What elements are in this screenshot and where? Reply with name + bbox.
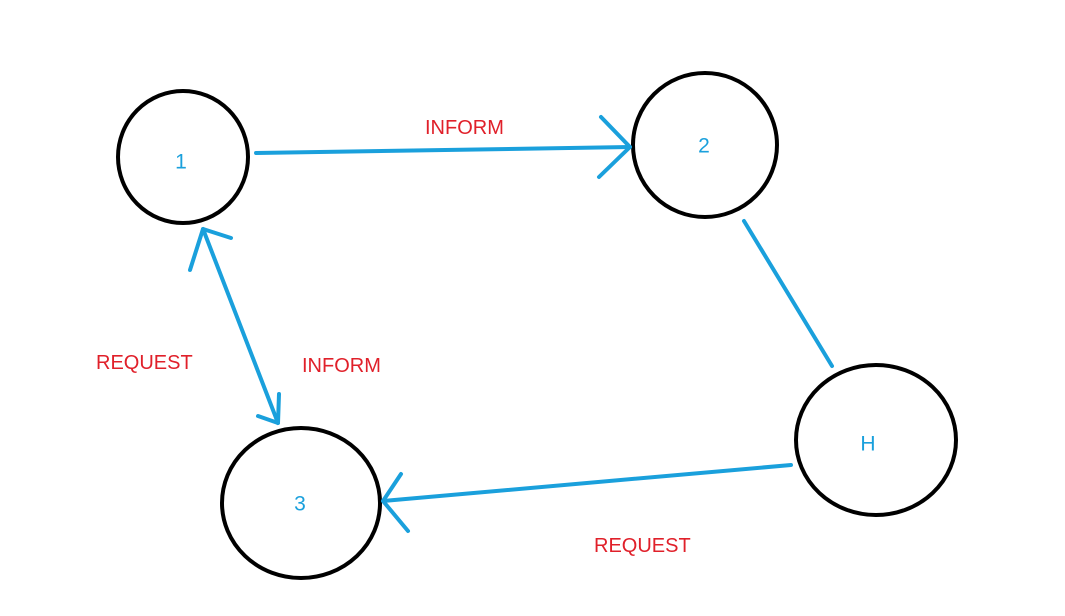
edge-1-to-3-arrowhead-bottom [256, 392, 281, 425]
node-3-circle [220, 426, 382, 580]
edge-1-to-3-request-label: REQUEST [96, 352, 193, 374]
edge-1-to-2-line [254, 145, 632, 155]
edge-1-to-3-inform-label: INFORM [302, 355, 381, 377]
node-2-circle [631, 71, 779, 219]
node-h-circle [794, 363, 958, 517]
node-1-circle [116, 89, 250, 225]
edge-h-to-3-arrowhead [381, 472, 410, 533]
edge-1-to-2-arrowhead [597, 115, 632, 179]
node-3-label: 3 [294, 493, 306, 516]
edge-h-to-3-line [381, 463, 793, 503]
edge-1-to-2-label: INFORM [425, 117, 504, 139]
edge-2-to-h-line [742, 219, 834, 368]
edge-h-to-3-label: REQUEST [594, 535, 691, 557]
node-2-label: 2 [698, 135, 710, 158]
node-1-label: 1 [175, 151, 187, 174]
node-h-label: H [860, 433, 875, 456]
edge-1-to-3-line [201, 227, 280, 425]
edge-1-to-3-arrowhead-top [188, 227, 233, 272]
